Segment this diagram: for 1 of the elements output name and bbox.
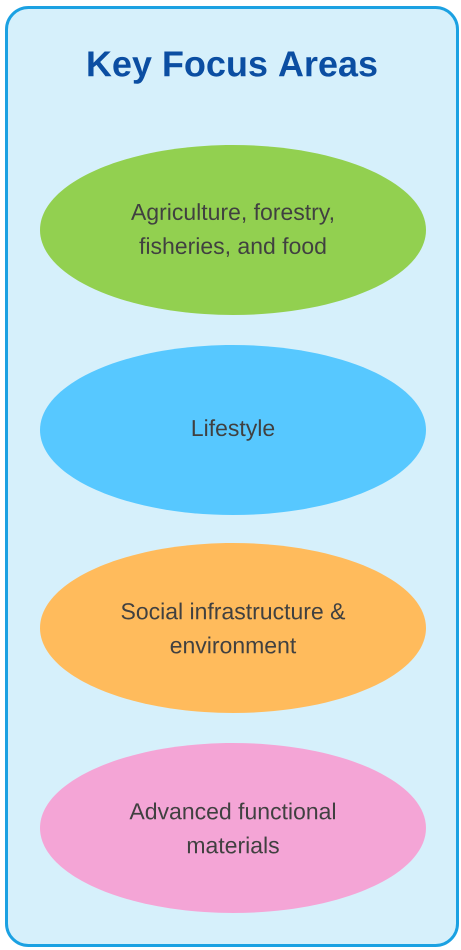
heading: Key Focus Areas	[88, 52, 377, 84]
